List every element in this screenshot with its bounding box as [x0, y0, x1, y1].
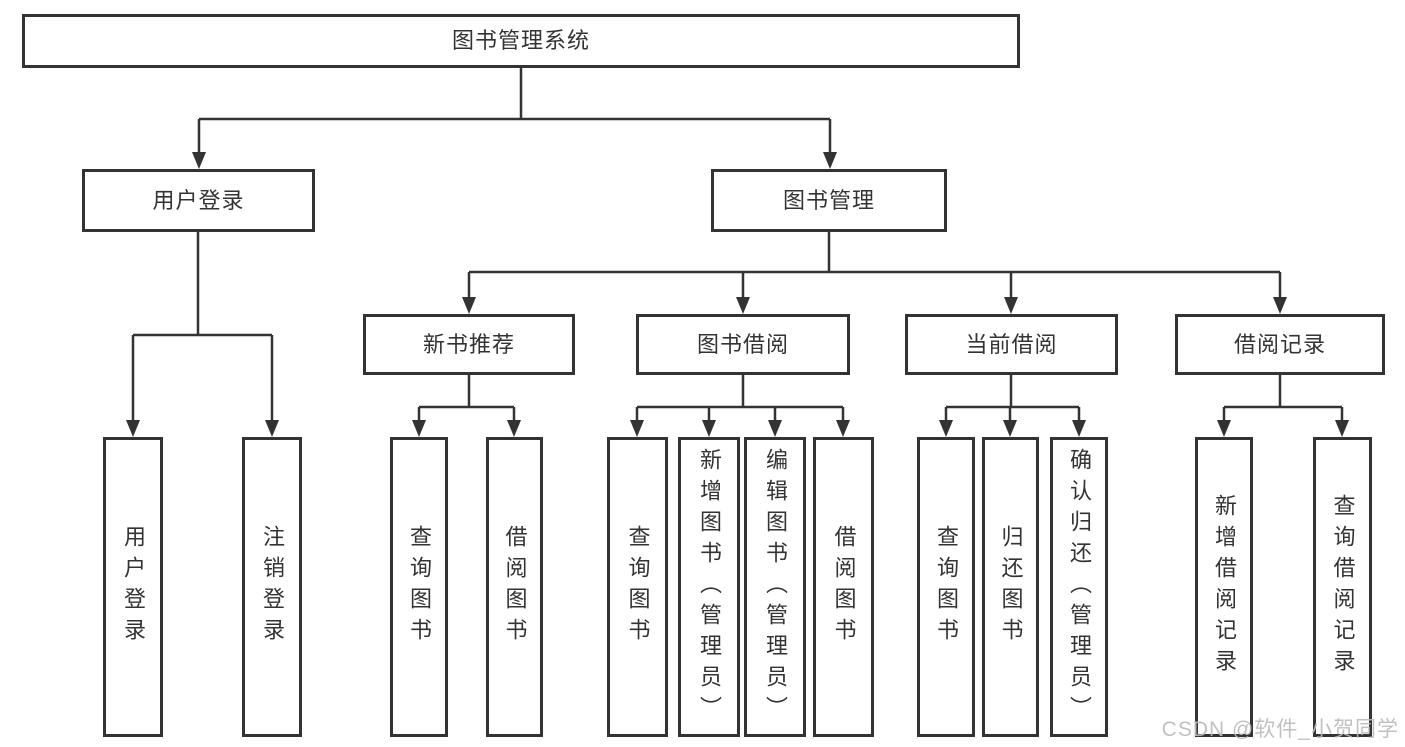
node-library-system-label: 图书管理系统: [451, 28, 590, 53]
leaf-query-books-recommend: 查询图书: [390, 437, 448, 737]
leaf-query-borrow-record-label: 查询借阅记录: [1330, 494, 1356, 680]
leaf-logout-label: 注销登录: [260, 525, 285, 649]
leaf-add-books-admin: 新增图书（管理员）: [678, 437, 740, 737]
leaf-borrow-books-label: 借阅图书: [831, 525, 857, 649]
node-book-management: 图书管理: [711, 169, 947, 232]
leaf-query-books-borrow: 查询图书: [607, 437, 668, 737]
leaf-borrow-books-recommend: 借阅图书: [486, 437, 543, 737]
node-current-borrow-label: 当前借阅: [965, 331, 1058, 357]
leaf-borrow-books: 借阅图书: [813, 437, 874, 737]
node-current-borrow: 当前借阅: [905, 314, 1118, 375]
leaf-user-login-label: 用户登录: [121, 525, 146, 649]
leaf-return-books: 归还图书: [982, 437, 1039, 737]
leaf-add-borrow-record: 新增借阅记录: [1195, 437, 1253, 737]
node-user-login-label: 用户登录: [152, 187, 245, 213]
node-library-system: 图书管理系统: [22, 14, 1020, 68]
leaf-query-borrow-record: 查询借阅记录: [1313, 437, 1372, 737]
leaf-query-books-borrow-label: 查询图书: [625, 525, 651, 649]
node-book-borrow-label: 图书借阅: [696, 331, 789, 357]
leaf-confirm-return-admin-label: 确认归还（管理员）: [1067, 447, 1092, 727]
leaf-add-books-admin-label: 新增图书（管理员）: [697, 447, 722, 727]
node-borrow-records: 借阅记录: [1175, 314, 1385, 375]
leaf-edit-books-admin: 编辑图书（管理员）: [744, 437, 806, 737]
node-new-book-recommend-label: 新书推荐: [422, 331, 515, 357]
node-book-management-label: 图书管理: [782, 187, 875, 213]
watermark-text: CSDN @软件_小贺同学: [1161, 718, 1399, 741]
node-user-login: 用户登录: [82, 169, 315, 232]
leaf-logout: 注销登录: [242, 437, 302, 737]
leaf-query-books-recommend-label: 查询图书: [407, 525, 432, 649]
leaf-add-borrow-record-label: 新增借阅记录: [1212, 494, 1237, 680]
arrowheads: [126, 152, 1349, 437]
node-book-borrow: 图书借阅: [636, 314, 850, 375]
leaf-confirm-return-admin: 确认归还（管理员）: [1050, 437, 1108, 737]
leaf-edit-books-admin-label: 编辑图书（管理员）: [763, 447, 788, 727]
leaf-query-books-current: 查询图书: [917, 437, 975, 737]
leaf-borrow-books-recommend-label: 借阅图书: [502, 525, 528, 649]
node-new-book-recommend: 新书推荐: [363, 314, 575, 375]
leaf-return-books-label: 归还图书: [998, 525, 1024, 649]
leaf-query-books-current-label: 查询图书: [934, 525, 959, 649]
leaf-user-login: 用户登录: [103, 437, 163, 737]
node-borrow-records-label: 借阅记录: [1233, 331, 1326, 357]
